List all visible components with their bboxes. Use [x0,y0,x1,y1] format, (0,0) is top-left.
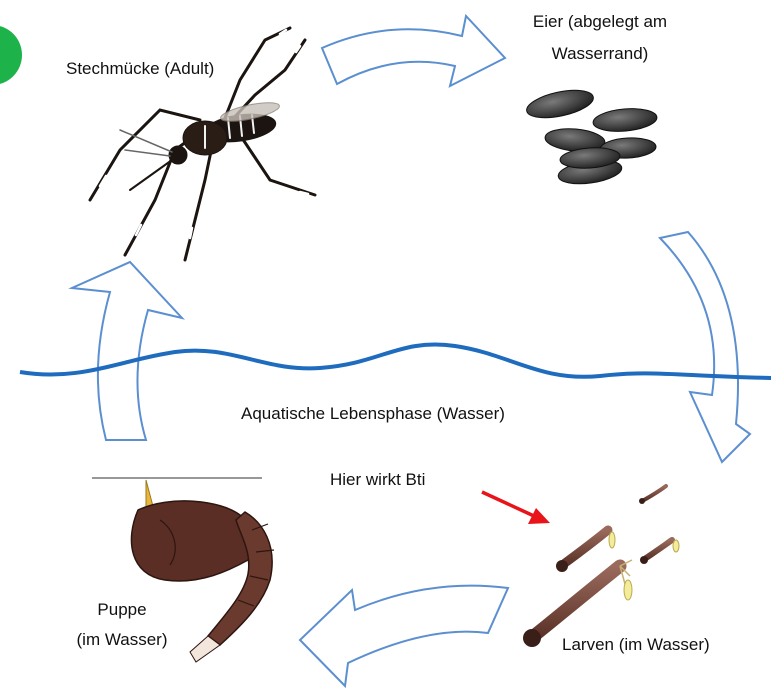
cycle-arrow-eggs-to-larvae [660,232,750,462]
eggs-icon [524,85,658,187]
label-pupa: Puppe (im Wasser) [52,598,192,652]
cycle-arrow-larvae-to-pupa [300,586,508,686]
label-larvae: Larven (im Wasser) [562,633,710,657]
label-pupa-line2: (im Wasser) [52,628,192,652]
label-eggs: Eier (abgelegt am Wasserrand) [505,10,695,66]
label-aquatic-phase: Aquatische Lebensphase (Wasser) [241,402,505,426]
label-bti: Hier wirkt Bti [330,468,425,492]
corner-badge [0,25,22,85]
cycle-arrow-pupa-to-adult [72,262,182,440]
larva-icon [523,486,679,647]
bti-pointer-arrow [482,492,550,524]
label-eggs-line2: Wasserrand) [505,42,695,66]
label-pupa-line1: Puppe [52,598,192,622]
cycle-arrow-adult-to-eggs [322,16,505,86]
label-eggs-line1: Eier (abgelegt am [505,10,695,34]
label-adult: Stechmücke (Adult) [66,57,214,81]
